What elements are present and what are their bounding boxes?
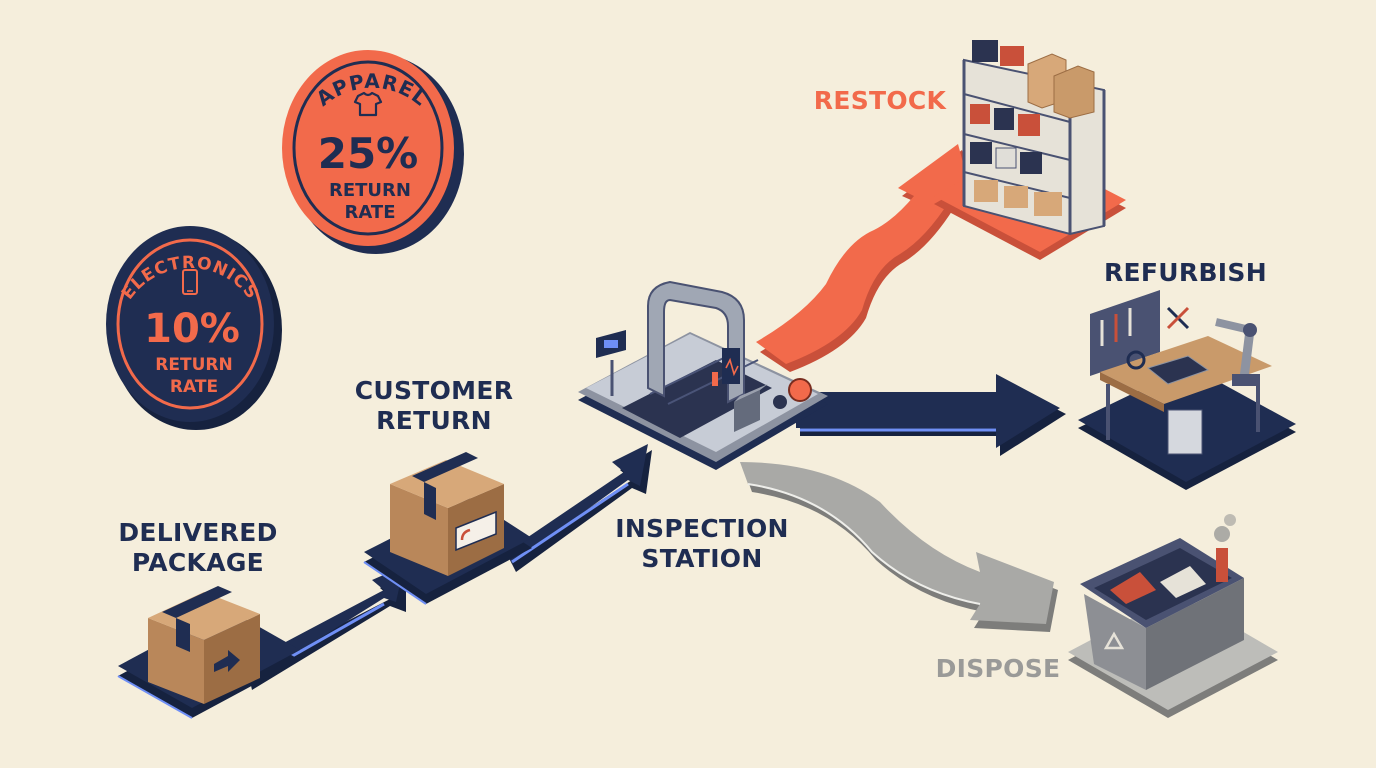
recycle-icon bbox=[1103, 631, 1125, 650]
delivered-package-label: DELIVERED PACKAGE bbox=[118, 518, 278, 577]
inspection-station-label: INSPECTION STATION bbox=[615, 514, 789, 573]
customer-return-label: CUSTOMER RETURN bbox=[354, 376, 514, 435]
arrow-to-restock bbox=[756, 144, 980, 372]
electronics-rate-value: 10% bbox=[144, 306, 240, 352]
arrow-to-refurbish bbox=[796, 374, 1066, 456]
arrow-right-icon bbox=[214, 650, 240, 672]
electronics-return-rate-badge: ELECTRONICS 10% RETURN RATE bbox=[106, 226, 282, 430]
electronics-rate-line1: RETURN bbox=[155, 355, 232, 375]
apparel-rate-line1: RETURN bbox=[329, 180, 411, 201]
arrow-return-to-inspection bbox=[506, 444, 652, 572]
refurbish-label: REFURBISH bbox=[1104, 258, 1267, 287]
tshirt-icon bbox=[353, 91, 383, 117]
dispose-bin bbox=[1068, 514, 1278, 718]
tools-icon bbox=[1166, 306, 1190, 330]
customer-return-box bbox=[390, 452, 504, 576]
magnifier-icon bbox=[1126, 350, 1146, 370]
arrow-to-dispose bbox=[740, 462, 1058, 632]
restock-label: RESTOCK bbox=[813, 86, 947, 115]
refurbish-workstation bbox=[1078, 290, 1296, 490]
apparel-return-rate-badge: APPAREL 25% RETURN RATE bbox=[282, 50, 464, 254]
delivered-package-box bbox=[148, 586, 260, 704]
electronics-rate-line2: RATE bbox=[170, 377, 218, 397]
apparel-rate-line2: RATE bbox=[345, 202, 396, 223]
apparel-rate-value: 25% bbox=[318, 129, 419, 178]
restock-shelf bbox=[934, 40, 1126, 260]
smartphone-icon bbox=[182, 269, 198, 295]
inspection-station bbox=[578, 280, 828, 470]
dispose-label: DISPOSE bbox=[935, 654, 1061, 683]
return-label-icon bbox=[455, 510, 497, 552]
